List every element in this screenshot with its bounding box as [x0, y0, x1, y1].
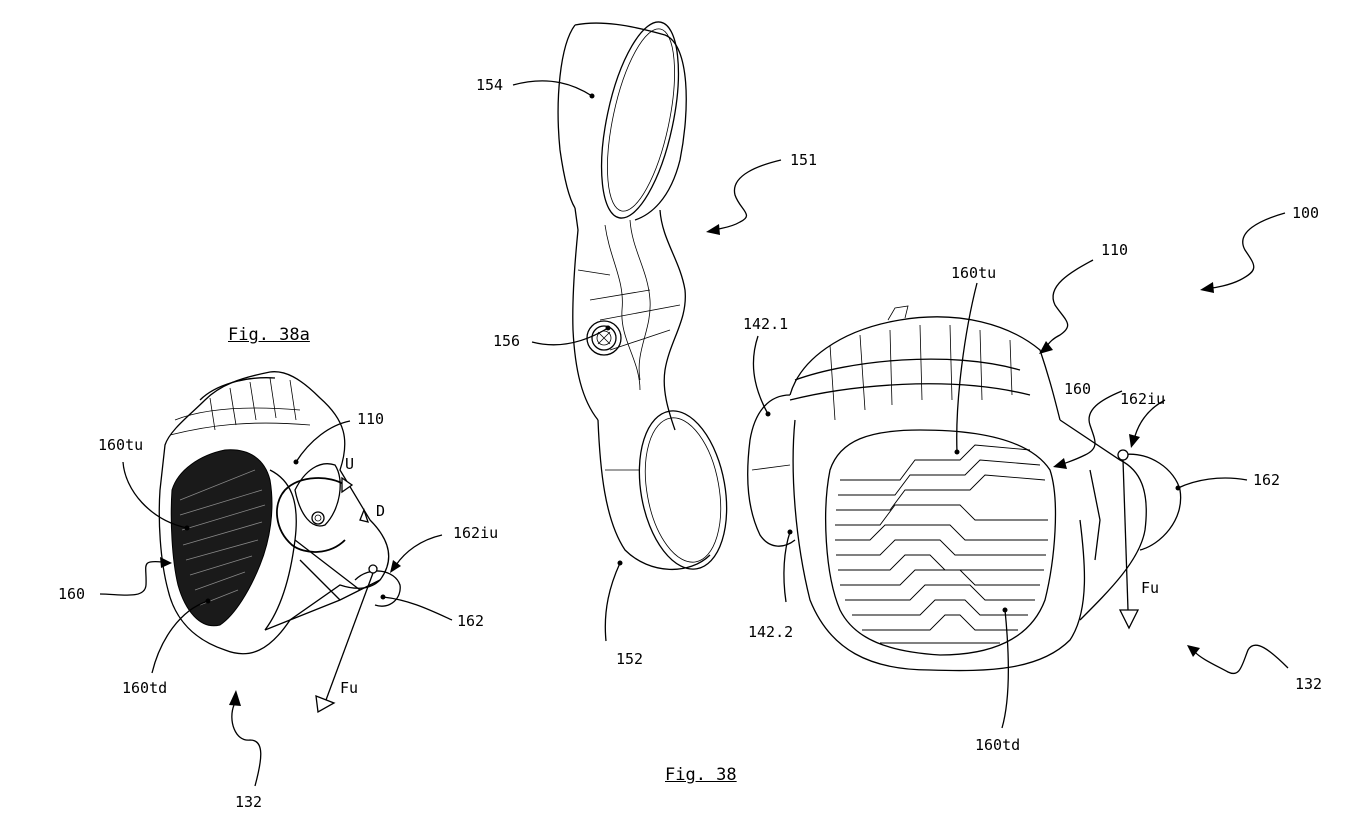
fig38a-shifter-body	[158, 371, 401, 655]
fig38-leaders	[512, 80, 1289, 729]
fig38-label-160td: 160td	[975, 736, 1021, 754]
fig38-label-152: 152	[616, 650, 644, 668]
fig38a-leaders	[99, 420, 453, 787]
fig38-touch-surface	[825, 429, 1057, 656]
fig38a-label-160: 160	[58, 585, 86, 603]
fig38-label-160tu: 160tu	[951, 264, 997, 282]
fig38-label-162: 162	[1253, 471, 1281, 489]
fig38a-label-162: 162	[457, 612, 485, 630]
fig38-title: Fig. 38	[665, 765, 737, 785]
fig38-label-132: 132	[1295, 675, 1323, 693]
fig38-shifter-body	[747, 305, 1182, 672]
fig38a-touch-surface-dark	[170, 449, 273, 627]
fig38-label-162iu: 162iu	[1120, 390, 1166, 408]
fig38-label-142-2: 142.2	[748, 623, 794, 641]
fig38-label-154: 154	[476, 76, 504, 94]
fig38a-label-U: U	[345, 455, 355, 473]
fig38a-label-D: D	[376, 502, 386, 520]
fig38a-label-132: 132	[235, 793, 263, 811]
fig38-label-151: 151	[790, 151, 818, 169]
fig38-clamp	[557, 21, 728, 571]
fig38a-title: Fig. 38a	[228, 325, 310, 345]
fig38-label-160: 160	[1064, 380, 1092, 398]
fig38-surface-texture	[835, 444, 1048, 644]
fig38-label-110: 110	[1101, 241, 1129, 259]
fig38-label-156: 156	[493, 332, 521, 350]
fig38-label-100: 100	[1292, 204, 1320, 222]
fig38-label-142-1: 142.1	[743, 315, 789, 333]
fig38a-label-162iu: 162iu	[453, 524, 499, 542]
fig38a-label-160tu: 160tu	[98, 436, 144, 454]
fig38-label-Fu: Fu	[1141, 579, 1160, 597]
fig38a-label-Fu: Fu	[340, 679, 359, 697]
fig38a-label-160td: 160td	[122, 679, 168, 697]
fig38a-label-110: 110	[357, 410, 385, 428]
